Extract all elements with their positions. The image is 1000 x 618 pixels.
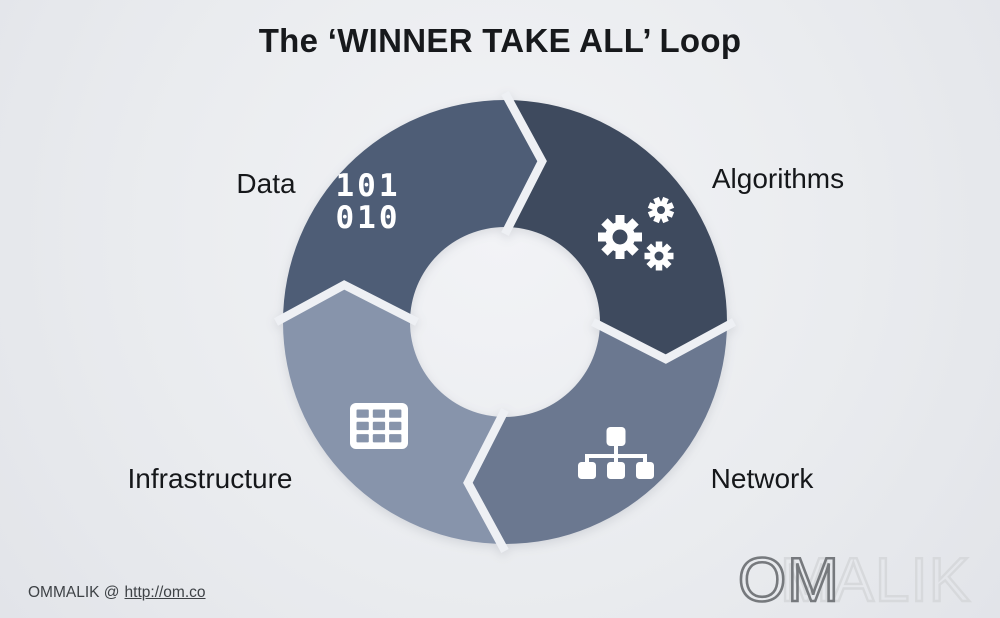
table-grid-icon	[350, 403, 408, 449]
binary-digits-icon: 101 010	[336, 168, 401, 236]
slide-title: The ‘WINNER TAKE ALL’ Loop	[258, 22, 742, 59]
footer-credit: OMMALIK @http://om.co	[28, 584, 206, 602]
gap-right	[591, 318, 737, 364]
binary-line-1: 101	[336, 168, 401, 204]
segment-label-network: Network	[710, 463, 814, 494]
segment-label-algorithms: Algorithms	[711, 163, 845, 194]
table-grid-cells	[356, 409, 402, 443]
segment-network	[467, 322, 727, 544]
segment-gaps	[273, 90, 737, 554]
ommalik-logo: MALIK OM	[737, 545, 972, 614]
gap-left	[273, 280, 419, 326]
gear-large	[598, 215, 642, 259]
credit-link[interactable]: http://om.co	[124, 584, 206, 601]
gap-bottom	[463, 408, 509, 554]
gear-small-top	[647, 196, 675, 224]
segment-data	[283, 100, 543, 322]
gears-icon	[598, 196, 675, 271]
gap-top	[501, 90, 547, 236]
segment-label-data: Data	[236, 168, 296, 199]
sitemap-icon	[578, 427, 654, 479]
binary-line-2: 010	[336, 200, 401, 236]
cycle-segments	[283, 100, 727, 544]
credit-author: OMMALIK @	[28, 584, 120, 601]
segment-label-infrastructure: Infrastructure	[127, 463, 293, 494]
gear-small-bottom	[644, 241, 674, 271]
logo-text-back: MALIK	[780, 546, 971, 614]
logo-text-front: OM	[738, 546, 840, 614]
